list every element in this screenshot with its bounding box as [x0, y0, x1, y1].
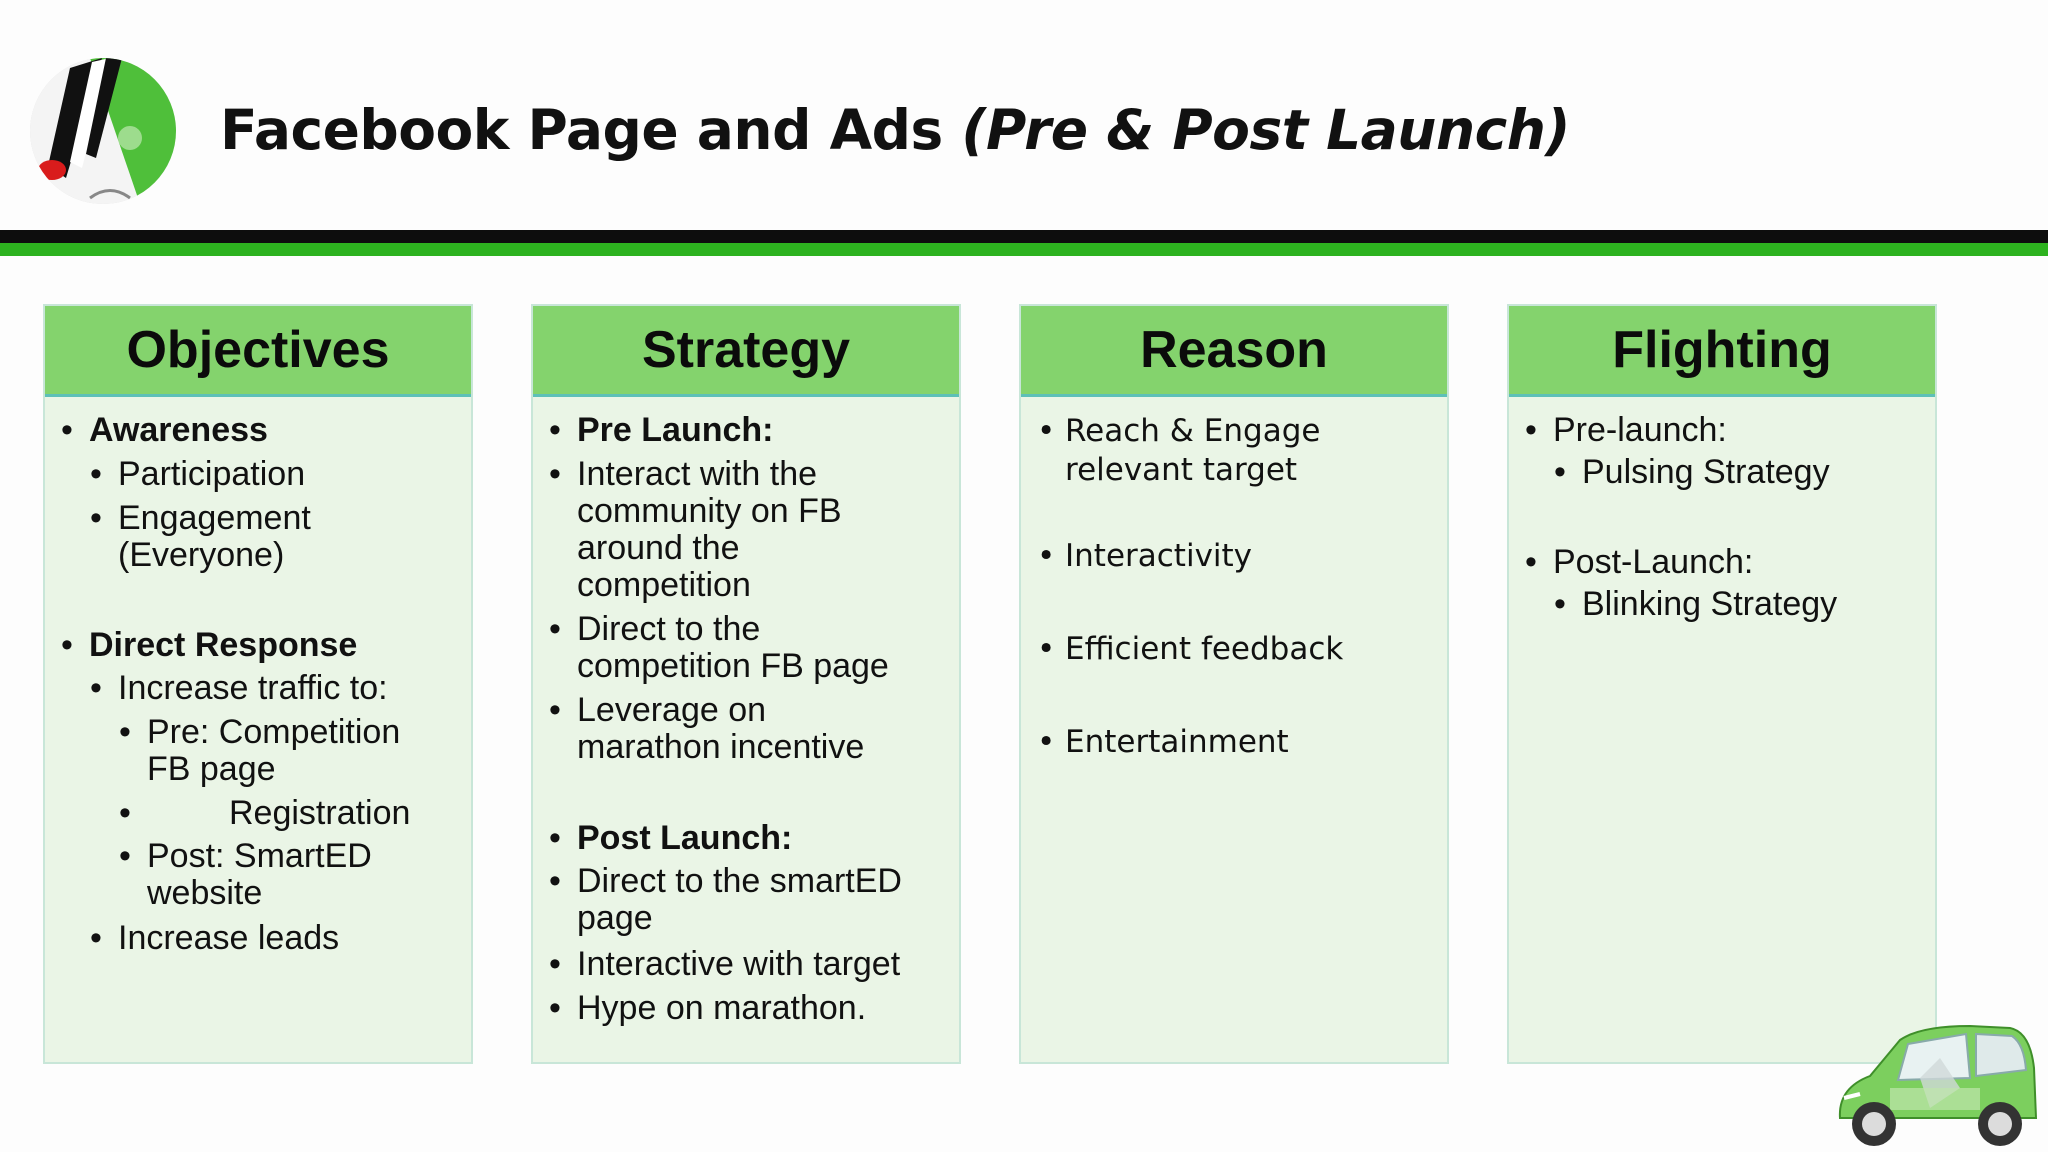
column-header: Flighting	[1509, 306, 1935, 397]
item-text: Interactivity	[1065, 538, 1253, 574]
item-text: Participation	[118, 455, 306, 493]
item-text: competition	[577, 566, 751, 604]
item-text: Entertainment	[1065, 724, 1289, 760]
item-text: Post Launch:	[577, 819, 793, 857]
column-flighting: Flighting •Pre-launch: •Pulsing Strategy…	[1507, 304, 1937, 1064]
item-text: Pre: Competition	[147, 713, 401, 751]
item-text: website	[147, 874, 263, 912]
divider-black	[0, 230, 2048, 243]
item-text: Pre Launch:	[577, 411, 774, 449]
item-text: page	[577, 899, 653, 937]
item-text: Registration	[229, 794, 411, 832]
column-header: Strategy	[533, 306, 959, 397]
title-main: Facebook Page and Ads	[220, 98, 962, 162]
item-text: Reach & Engage	[1065, 413, 1321, 449]
item-text: Leverage on	[577, 691, 767, 729]
column-header: Objectives	[45, 306, 471, 397]
item-text: marathon incentive	[577, 728, 865, 766]
item-text: Direct to the	[577, 610, 761, 648]
item-text: Increase traffic to:	[118, 669, 388, 707]
item-text: FB page	[147, 750, 276, 788]
column-strategy: Strategy •Pre Launch: •Interact with the…	[531, 304, 961, 1064]
item-text: Increase leads	[118, 919, 340, 957]
item-text: Interact with the	[577, 455, 818, 493]
item-text: Post: SmartED	[147, 837, 372, 875]
item-text: (Everyone)	[118, 536, 285, 574]
item-text: Blinking Strategy	[1582, 585, 1838, 623]
item-text: Interactive with target	[577, 945, 901, 983]
column-objectives: Objectives •Awareness •Participation •En…	[43, 304, 473, 1064]
car-illustration	[1830, 1018, 2042, 1150]
column-header: Reason	[1021, 306, 1447, 397]
item-text: Awareness	[89, 411, 268, 449]
item-text: Direct Response	[89, 626, 358, 664]
item-text: Engagement	[118, 499, 311, 537]
item-text: Pre-launch:	[1553, 411, 1727, 449]
item-text: community on FB	[577, 492, 842, 530]
item-text: Direct to the smartED	[577, 862, 902, 900]
item-text: around the	[577, 529, 740, 567]
item-text: Efficient feedback	[1065, 631, 1344, 667]
slide-title: Facebook Page and Ads (Pre & Post Launch…	[220, 98, 1571, 162]
item-text: Pulsing Strategy	[1582, 453, 1830, 491]
title-subtitle: (Pre & Post Launch)	[961, 98, 1571, 162]
item-text: competition FB page	[577, 647, 889, 685]
divider-green	[0, 243, 2048, 256]
item-text: Post-Launch:	[1553, 543, 1754, 581]
item-text: relevant target	[1065, 452, 1298, 488]
item-text: Hype on marathon.	[577, 989, 867, 1027]
brand-logo	[30, 58, 176, 204]
